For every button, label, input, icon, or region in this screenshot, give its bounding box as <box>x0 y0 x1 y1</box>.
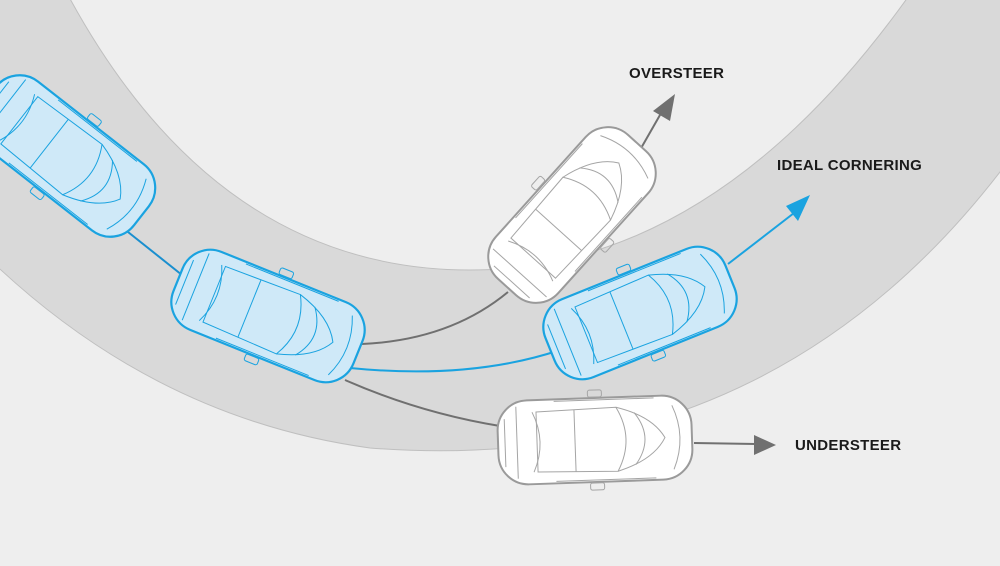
oversteer-label: OVERSTEER <box>629 65 725 82</box>
car-blue-corner-icon <box>170 248 366 384</box>
car-white-understeer-icon <box>496 389 694 491</box>
car-blue-start-icon <box>0 74 157 238</box>
car-blue-ideal-icon <box>542 245 738 381</box>
ideal-arrowhead-icon <box>786 195 810 221</box>
car-white-oversteer-icon <box>487 126 657 304</box>
ideal-cornering-label: IDEAL CORNERING <box>777 157 923 174</box>
connector-line <box>127 231 183 276</box>
understeer-path-exit <box>693 442 757 445</box>
road-band <box>0 0 1000 452</box>
understeer-path <box>344 379 501 427</box>
ideal-cornering-path-exit <box>727 212 795 265</box>
understeer-label: UNDERSTEER <box>795 437 902 454</box>
understeer-arrowhead-icon <box>754 435 776 455</box>
ideal-cornering-path <box>349 349 561 373</box>
oversteer-arrowhead-icon <box>653 94 675 121</box>
oversteer-path <box>361 291 509 345</box>
